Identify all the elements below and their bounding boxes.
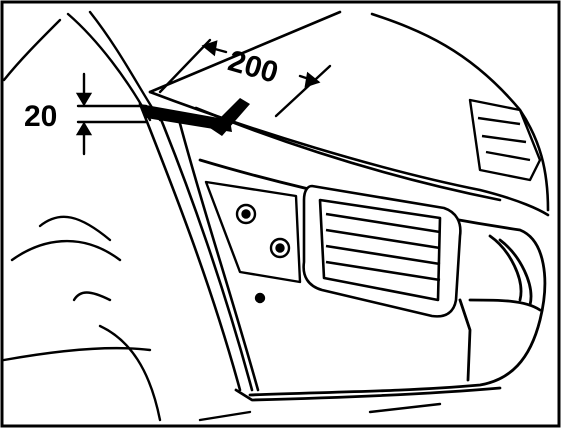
height-dimension [75,72,148,156]
ground-lines [98,324,442,422]
vehicle-body-outline [2,10,162,362]
screw-hole [254,292,266,304]
tape-marking [140,98,250,136]
length-label: 200 [224,44,281,90]
hood-vent [468,98,542,182]
length-dimension [158,38,332,118]
plate-bracket [204,180,302,304]
bumper-grille [302,184,462,318]
height-label: 20 [24,100,57,133]
side-trim-strip [138,102,260,392]
